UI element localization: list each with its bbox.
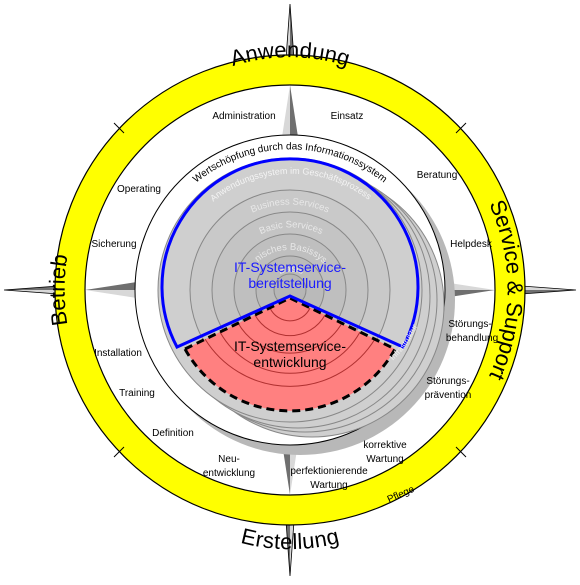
title-bereitstellung-1: IT-Systemservice- bbox=[234, 259, 346, 275]
label-stoerungspraevention-1: Störungs- bbox=[426, 376, 469, 387]
label-operating: Operating bbox=[117, 184, 161, 195]
label-korrektive-wartung-2: Wartung bbox=[366, 454, 403, 465]
label-training: Training bbox=[119, 388, 155, 399]
label-helpdesk: Helpdesk bbox=[450, 239, 493, 250]
label-administration: Administration bbox=[212, 111, 275, 122]
label-installation: Installation bbox=[94, 348, 142, 359]
bereitstellung-outline bbox=[160, 157, 420, 349]
ring-title-betrieb: Betrieb bbox=[45, 252, 73, 327]
label-perfektionierende-wartung-2: Wartung bbox=[310, 480, 347, 491]
label-korrektive-wartung-1: korrektive bbox=[363, 440, 407, 451]
label-neuentwicklung-2: entwicklung bbox=[203, 468, 255, 479]
title-bereitstellung-2: bereitstellung bbox=[248, 275, 331, 291]
entwicklung-segment bbox=[182, 296, 398, 413]
label-stoerungspraevention-2: prävention bbox=[425, 390, 472, 401]
label-beratung: Beratung bbox=[417, 170, 458, 181]
label-neuentwicklung-1: Neu- bbox=[218, 454, 240, 465]
entwicklung-dashed-border bbox=[182, 296, 398, 413]
label-stoerungsbehandlung-2: behandlung bbox=[446, 333, 498, 344]
ring-dividers bbox=[113, 122, 467, 458]
label-definition: Definition bbox=[152, 428, 194, 439]
title-entwicklung-1: IT-Systemservice- bbox=[234, 338, 346, 354]
outer-ring-edge bbox=[54, 54, 526, 526]
title-entwicklung-2: entwicklung bbox=[253, 354, 326, 370]
outer-ring bbox=[55, 55, 525, 525]
label-sicherung: Sicherung bbox=[91, 239, 136, 250]
label-einsatz: Einsatz bbox=[331, 111, 364, 122]
label-perfektionierende-wartung-1: perfektionierende bbox=[290, 466, 368, 477]
label-stoerungsbehandlung-1: Störungs- bbox=[448, 319, 491, 330]
